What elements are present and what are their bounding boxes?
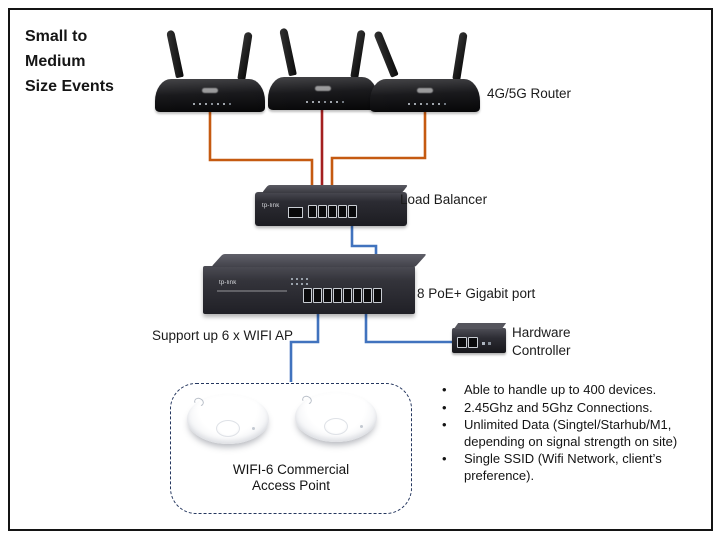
controller-ports [457,337,478,348]
ethernet-port-icon [313,288,322,303]
tplink-logo-icon: tp-link [219,280,237,286]
ethernet-port-icon [373,288,382,303]
load-balancer-device: tp-link [255,185,409,226]
wifi-arc-icon [300,394,314,406]
feature-bullet-list: Able to handle up to 400 devices. 2.45Gh… [440,382,692,485]
load-balancer-label: Load Balancer [400,192,488,207]
router-led-icons [306,101,308,103]
antenna-icon [452,31,468,81]
feature-item: Single SSID (Wifi Network, client’s pref… [440,451,692,484]
access-point-label: WIFI-6 Commercial Access Point [171,462,411,494]
feature-item: Unlimited Data (Singtel/Starhub/M1, depe… [440,417,692,450]
tplink-logo-icon [202,88,218,93]
ethernet-port-icon [457,337,467,348]
feature-item: Able to handle up to 400 devices. [440,382,692,399]
ethernet-port-icon [318,205,327,218]
ethernet-port-icon [333,288,342,303]
router-1 [155,29,265,112]
ethernet-port-icon [343,288,352,303]
wifi-ap-support-label: Support up 6 x WIFI AP [152,328,294,343]
tplink-logo-icon [417,88,433,93]
access-point-label-line-2: Access Point [251,478,331,493]
router-3 [370,30,480,112]
ap-led-icon [360,425,363,428]
ethernet-port-icon [468,337,478,348]
router-led-icons [193,103,195,105]
switch-ports [303,288,382,303]
sfp-port-icon [288,207,303,218]
ethernet-port-icon [328,205,337,218]
slide-title: Small to Medium Size Events [25,24,114,99]
tplink-logo-icon: tp-link [262,203,280,209]
hardware-controller-label-line-1: Hardware [512,325,571,340]
access-point-group: WIFI-6 Commercial Access Point [170,383,412,514]
poe-switch-device: tp-link [203,254,427,314]
ethernet-port-icon [363,288,372,303]
router-led-icons [408,103,410,105]
tplink-logo-icon [315,86,331,91]
title-line-2: Medium [25,53,86,70]
tplink-logo-icon [324,418,348,435]
hardware-controller-label-line-2: Controller [512,343,571,358]
led-grid-icons [291,278,293,280]
router-body [370,79,480,112]
loadbalancer-ports [308,205,357,218]
router-body [155,79,265,112]
hardware-controller-device [452,323,507,353]
slide-border [8,8,713,531]
wifi-arc-icon [192,396,206,408]
device-print [217,290,287,292]
antenna-icon [166,29,184,79]
tplink-logo-icon [216,420,240,437]
poe-switch-label: 8 PoE+ Gigabit port [417,286,536,301]
ethernet-port-icon [353,288,362,303]
router-body [268,77,378,110]
access-point-disc [187,394,269,444]
access-point-1 [187,394,269,456]
ap-led-icon [252,427,255,430]
controller-led-icons [482,342,485,345]
ethernet-port-icon [303,288,312,303]
device-top-face [261,185,409,193]
router-2 [268,27,378,110]
title-line-1: Small to [25,28,88,45]
access-point-2 [295,392,377,454]
router-label: 4G/5G Router [487,86,572,101]
antenna-icon [373,30,399,78]
feature-item: 2.45Ghz and 5Ghz Connections. [440,400,692,417]
antenna-icon [237,31,253,81]
device-top-face [211,254,427,267]
ethernet-port-icon [338,205,347,218]
access-point-disc [295,392,377,442]
antenna-icon [350,29,366,79]
title-line-3: Size Events [25,78,114,95]
device-top-face [453,323,507,329]
antenna-icon [279,27,297,77]
ethernet-port-icon [348,205,357,218]
ethernet-port-icon [323,288,332,303]
ethernet-port-icon [308,205,317,218]
hardware-controller-label: Hardware Controller [512,324,571,360]
access-point-label-line-1: WIFI-6 Commercial [232,462,350,477]
feature-list: Able to handle up to 400 devices. 2.45Gh… [440,382,692,484]
